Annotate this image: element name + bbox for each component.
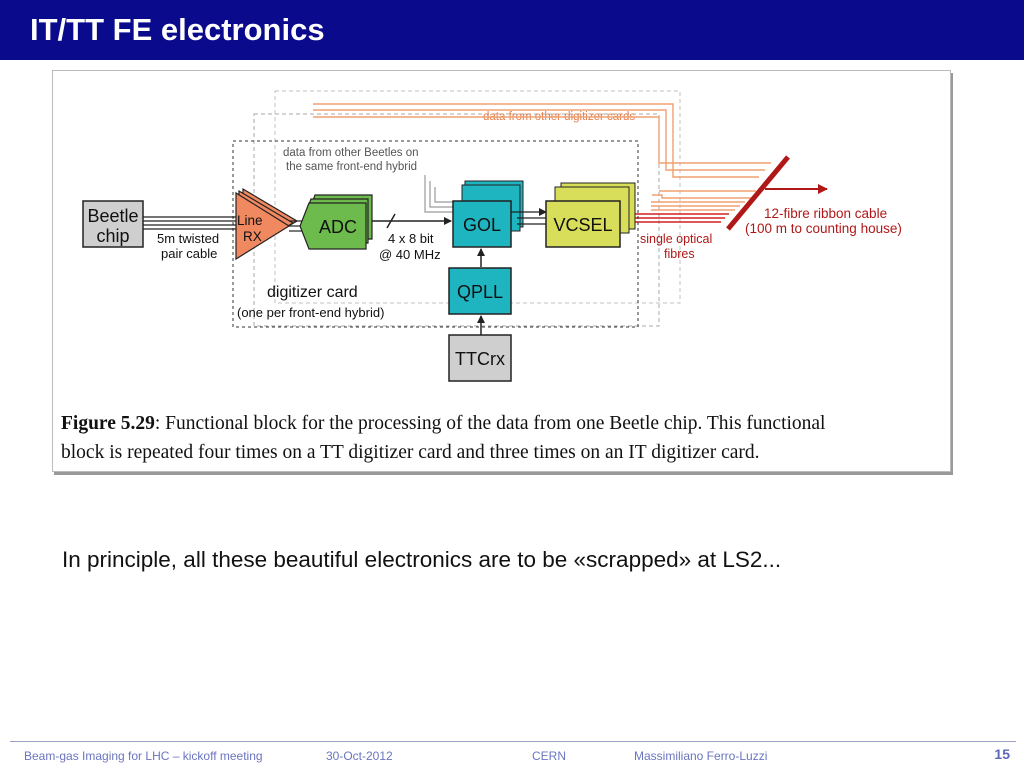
ttcrx-label: TTCrx [455,349,505,369]
fibres-label-1: single optical [640,232,712,246]
footer-org: CERN [532,749,567,763]
ttcrx-block [448,334,512,382]
card-frame-front [232,140,639,328]
beetle-label-1: Beetle [87,206,138,226]
ribbon-connector [726,155,790,231]
vcsel-label: VCSEL [553,215,612,235]
figure-caption-text: : Functional block for the processing of… [154,413,826,434]
other-beetles-label-2: the same front-end hybrid [286,161,417,173]
orange-fibres [313,103,771,211]
red-fibres [623,213,729,223]
linerx-label-1: Line [237,213,263,228]
linerx-label-2: RX [243,229,262,244]
title-bar: IT/TT FE electronics [0,0,1024,60]
linerx-stack-1 [235,191,291,261]
page-number: 15 [994,746,1010,762]
figure-caption-line-1: Figure 5.29: Functional block for the pr… [61,413,941,435]
footer-divider [10,741,1016,742]
cable-label-1: 5m twisted [157,231,219,246]
slide-title: IT/TT FE electronics [30,12,325,47]
adc-block [299,202,367,250]
gol-to-vcsel-lines [511,208,547,225]
gol-label: GOL [463,215,501,235]
ribbon-label-2: (100 m to counting house) [745,221,902,236]
other-beetles-lines [424,175,453,213]
other-beetles-label-1: data from other Beetles on [283,147,419,159]
digitizer-label-1: digitizer card [267,284,358,301]
figure-box: data from other digitizer cards 12-fibre… [52,70,951,472]
figure-caption-line-2: block is repeated four times on a TT dig… [61,442,760,463]
cable-label-2: pair cable [161,246,217,261]
functional-block-diagram: data from other digitizer cards 12-fibre… [82,90,902,382]
ribbon-label-1: 12-fibre ribbon cable [764,206,887,221]
fibres-label-2: fibres [664,247,695,261]
bus-slash [386,213,396,229]
qpll-block [448,267,512,315]
bus-label-1: 4 x 8 bit [388,231,434,246]
beetle-chip-block [82,200,144,248]
twisted-pair-cable [143,216,236,230]
adc-label: ADC [319,217,357,237]
gol-block [452,200,512,248]
qpll-label: QPLL [457,282,503,302]
vcsel-block [545,200,621,248]
footer-meeting: Beam-gas Imaging for LHC – kickoff meeti… [24,749,263,763]
beetle-label-2: chip [96,226,129,246]
digitizer-label-2: (one per front-end hybrid) [237,305,384,320]
bus-label-2: @ 40 MHz [379,247,441,262]
footer-date: 30-Oct-2012 [326,749,393,763]
footer-author: Massimiliano Ferro-Luzzi [634,749,768,763]
figure-caption-label: Figure 5.29 [61,413,155,434]
slide-remark: In principle, all these beautiful electr… [62,547,782,572]
